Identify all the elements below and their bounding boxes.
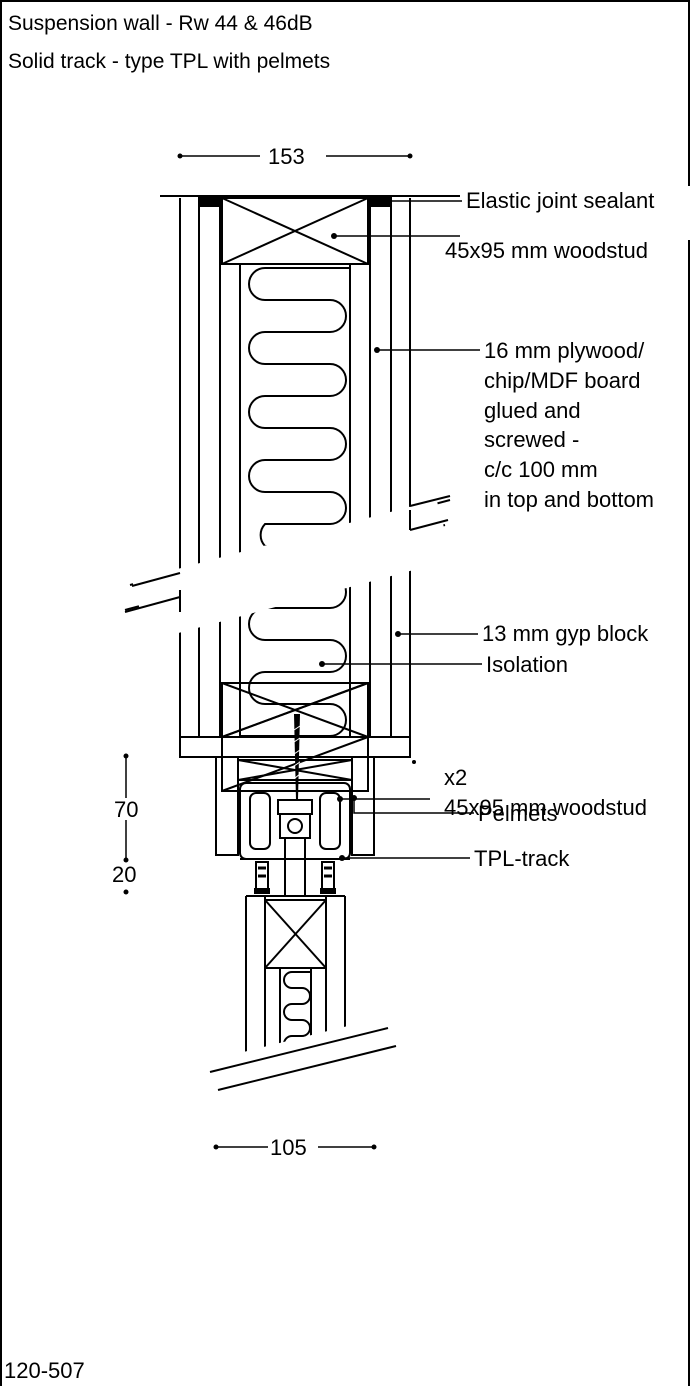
- isolation-lower: [240, 575, 347, 737]
- dot-base: [412, 760, 416, 764]
- break-lines-visible: [124, 495, 451, 613]
- dimension-153: 153: [177, 144, 413, 169]
- break-mask-lower: [196, 1015, 404, 1118]
- label-plywood-6: in top and bottom: [484, 487, 654, 512]
- title-line-1: Suspension wall - Rw 44 & 46dB: [8, 12, 313, 35]
- label-isolation: Isolation: [486, 652, 568, 677]
- label-plywood-2: chip/MDF board: [484, 368, 641, 393]
- dimension-105: 105: [213, 1135, 377, 1160]
- wall-lines-break: [179, 510, 411, 612]
- track-assembly: [215, 756, 375, 895]
- label-woodstud-top: 45x95 mm woodstud: [445, 238, 648, 263]
- dimension-vertical: 70 20: [112, 753, 138, 895]
- isolation-upper: [248, 267, 350, 547]
- screw-icon: [294, 714, 300, 800]
- label-tpl-track: TPL-track: [474, 846, 570, 871]
- label-pelmets: Pelmets: [478, 801, 557, 826]
- label-plywood-4: screwed -: [484, 427, 579, 452]
- break-line-lower: [209, 1027, 397, 1091]
- dimension-153-label: 153: [268, 144, 305, 169]
- label-plywood-3: glued and: [484, 398, 581, 423]
- dimension-70-label: 70: [114, 797, 138, 822]
- label-plywood-5: c/c 100 mm: [484, 457, 598, 482]
- wall-section: [179, 197, 411, 792]
- lower-partition: [245, 895, 346, 1080]
- title-line-2: Solid track - type TPL with pelmets: [8, 50, 330, 73]
- track-bolts: [258, 866, 332, 878]
- label-gyp-block: 13 mm gyp block: [482, 621, 649, 646]
- track-foot-left: [254, 888, 270, 894]
- track-foot-right: [320, 888, 336, 894]
- label-elastic-joint: Elastic joint sealant: [466, 188, 654, 213]
- leader-dots: [319, 233, 401, 861]
- label-plywood-1: 16 mm plywood/: [484, 338, 645, 363]
- label-woodstud-x2-2: 45x95 mm woodstud: [444, 795, 647, 820]
- dimension-105-label: 105: [270, 1135, 307, 1160]
- label-woodstud-x2-1: x2: [444, 765, 467, 790]
- dimension-20-label: 20: [112, 862, 136, 887]
- break-mask: [132, 499, 453, 642]
- drawing-number: 120-507: [4, 1358, 85, 1383]
